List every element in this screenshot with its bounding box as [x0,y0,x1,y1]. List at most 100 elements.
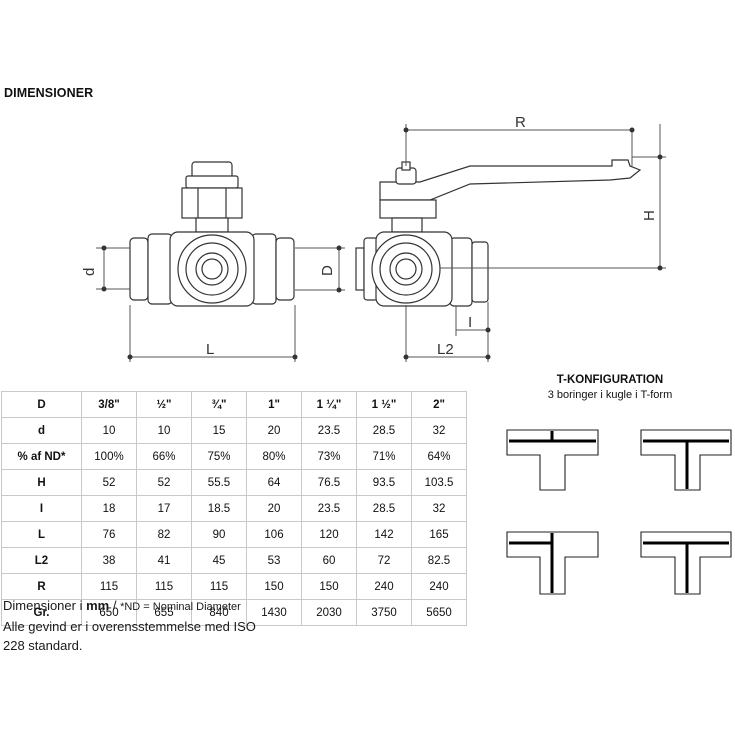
note-text: Dimensioner i [3,598,87,613]
t-shape-2 [640,429,732,491]
table-cell: 32 [411,495,467,522]
page-title: DIMENSIONER [4,86,94,100]
table-row: % af ND* 100% 66% 75% 80% 73% 71% 64% [1,443,467,470]
table-header-cell: 1 ½" [356,391,412,418]
table-cell: 5650 [411,599,467,626]
table-cell: 55.5 [191,469,247,496]
dim-label-I: I [468,314,472,331]
dim-label-R: R [515,114,526,131]
table-header-cell: 1" [246,391,302,418]
table-cell: 75% [191,443,247,470]
valve-side-view [355,159,642,307]
row-label: % af ND* [1,443,82,470]
note-separator: / [109,598,121,613]
table-cell: 10 [136,417,192,444]
table-cell: 120 [301,521,357,548]
t-shape-4 [640,531,732,595]
dimensions-table: D 3/8" ½" ¾" 1" 1 ¼" 1 ½" 2" d 10 10 15 … [1,391,467,626]
table-cell: 150 [301,573,357,600]
table-cell: 72 [356,547,412,574]
table-cell: 71% [356,443,412,470]
table-cell: 28.5 [356,495,412,522]
table-cell: 3750 [356,599,412,626]
table-cell: 41 [136,547,192,574]
table-row: R 115 115 115 150 150 240 240 [1,573,467,600]
table-cell: 76 [81,521,137,548]
table-header-cell: 3/8" [81,391,137,418]
table-cell: 240 [411,573,467,600]
note-units: Dimensioner i mm / *ND = Nominal Diamete… [3,596,273,617]
row-label: L2 [1,547,82,574]
table-header-cell: D [1,391,82,418]
note-nd: *ND = Nominal Diameter [120,601,241,613]
table-row: L2 38 41 45 53 60 72 82.5 [1,547,467,574]
note-unit: mm [86,598,110,613]
t-config-diagrams [506,429,732,595]
table-header-cell: 2" [411,391,467,418]
table-cell: 60 [301,547,357,574]
table-cell: 18.5 [191,495,247,522]
t-shape-3 [506,531,599,595]
note-iso: Alle gevind er i overensstemmelse med IS… [3,619,256,653]
table-cell: 38 [81,547,137,574]
table-cell: 142 [356,521,412,548]
table-cell: 52 [81,469,137,496]
table-cell: 103.5 [411,469,467,496]
table-cell: 80% [246,443,302,470]
row-label: H [1,469,82,496]
table-cell: 106 [246,521,302,548]
table-cell: 23.5 [301,495,357,522]
table-cell: 28.5 [356,417,412,444]
table-row: Gr. 650 655 840 1430 2030 3750 5650 [1,599,467,626]
t-config-title: T-KONFIGURATION [556,374,664,386]
table-header-cell: ¾" [191,391,247,418]
table-cell: 93.5 [356,469,412,496]
notes: Dimensioner i mm / *ND = Nominal Diamete… [3,596,273,655]
dim-label-d: d [81,268,98,276]
row-label: R [1,573,82,600]
table-cell: 23.5 [301,417,357,444]
table-cell: 1430 [246,599,302,626]
table-cell: 15 [191,417,247,444]
t-config-subtitle: 3 boringer i kugle i T-form [547,389,673,401]
table-cell: 82 [136,521,192,548]
table-cell: 73% [301,443,357,470]
table-cell: 240 [356,573,412,600]
row-label: L [1,521,82,548]
table-header-cell: ½" [136,391,192,418]
table-row: H 52 52 55.5 64 76.5 93.5 103.5 [1,469,467,496]
table-row: L 76 82 90 106 120 142 165 [1,521,467,548]
dim-label-L2: L2 [437,341,454,358]
table-cell: 650 [81,599,137,626]
table-cell: 45 [191,547,247,574]
table-header-row: D 3/8" ½" ¾" 1" 1 ¼" 1 ½" 2" [1,391,467,418]
table-cell: 82.5 [411,547,467,574]
table-cell: 64% [411,443,467,470]
table-cell: 100% [81,443,137,470]
table-cell: 10 [81,417,137,444]
table-cell: 53 [246,547,302,574]
table-cell: 840 [191,599,247,626]
table-header-cell: 1 ¼" [301,391,357,418]
row-label: d [1,417,82,444]
table-cell: 66% [136,443,192,470]
dim-label-D: D [319,265,336,276]
dim-label-H: H [641,210,658,221]
table-cell: 165 [411,521,467,548]
t-shape-1 [506,429,599,491]
table-cell: 52 [136,469,192,496]
table-row: d 10 10 15 20 23.5 28.5 32 [1,417,467,444]
row-label: I [1,495,82,522]
table-row: I 18 17 18.5 20 23.5 28.5 32 [1,495,467,522]
table-cell: 17 [136,495,192,522]
table-cell: 2030 [301,599,357,626]
table-cell: 90 [191,521,247,548]
valve-front-view [129,161,295,307]
table-cell: 18 [81,495,137,522]
table-cell: 76.5 [301,469,357,496]
table-cell: 32 [411,417,467,444]
table-cell: 655 [136,599,192,626]
table-cell: 115 [136,573,192,600]
row-label: Gr. [1,599,82,626]
